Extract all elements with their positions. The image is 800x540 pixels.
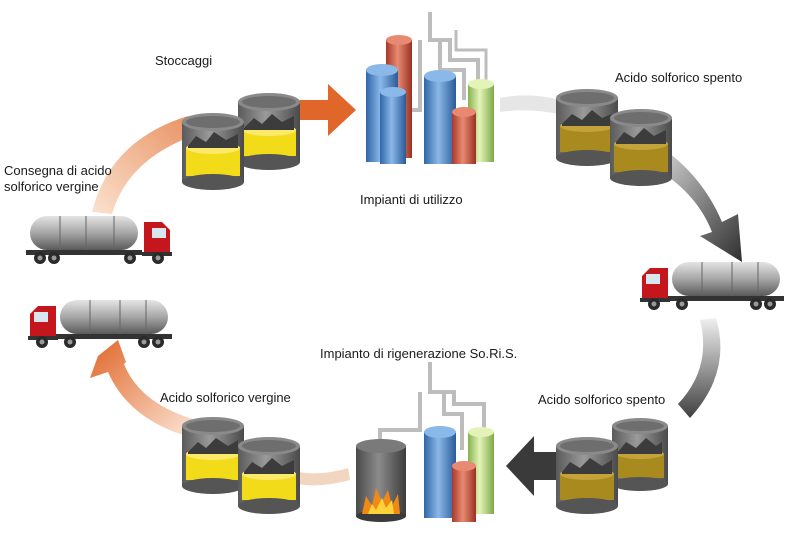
furnace (356, 439, 406, 522)
label-regeneration-plant: Impianto di rigenerazione So.Ri.S. (320, 346, 518, 361)
arrow-regeneration-to-virgin (296, 468, 350, 486)
tanker-truck-delivery (26, 216, 172, 264)
label-spent-acid-top: Acido solforico spento (615, 70, 743, 85)
label-delivery-line2: solforico vergine (4, 179, 99, 194)
arrow-spent-to-regeneration (506, 436, 570, 496)
label-delivery-line1: Consegna di acido (4, 163, 112, 178)
arrow-virgin-to-truck (90, 340, 196, 436)
tanker-truck-spent (640, 262, 784, 310)
storage-tanks-spent-top (556, 89, 672, 186)
label-virgin-acid: Acido solforico vergine (160, 390, 291, 405)
regeneration-plant (356, 362, 494, 522)
arrow-plants-to-spent (500, 95, 560, 114)
label-usage-plants: Impianti di utilizzo (360, 192, 463, 207)
label-storage: Stoccaggi (155, 53, 213, 68)
arrow-truck-to-lower-spent (678, 318, 721, 418)
storage-tanks-virgin (182, 93, 300, 190)
storage-tanks-spent-bottom (556, 418, 668, 514)
arrow-storage-to-plants (290, 84, 356, 136)
storage-tanks-virgin-bottom (182, 417, 300, 514)
tanker-truck-return (28, 300, 172, 348)
usage-plant-columns (366, 12, 494, 164)
arrow-delivery-to-storage (92, 116, 198, 214)
label-spent-acid-bottom: Acido solforico spento (538, 392, 666, 407)
